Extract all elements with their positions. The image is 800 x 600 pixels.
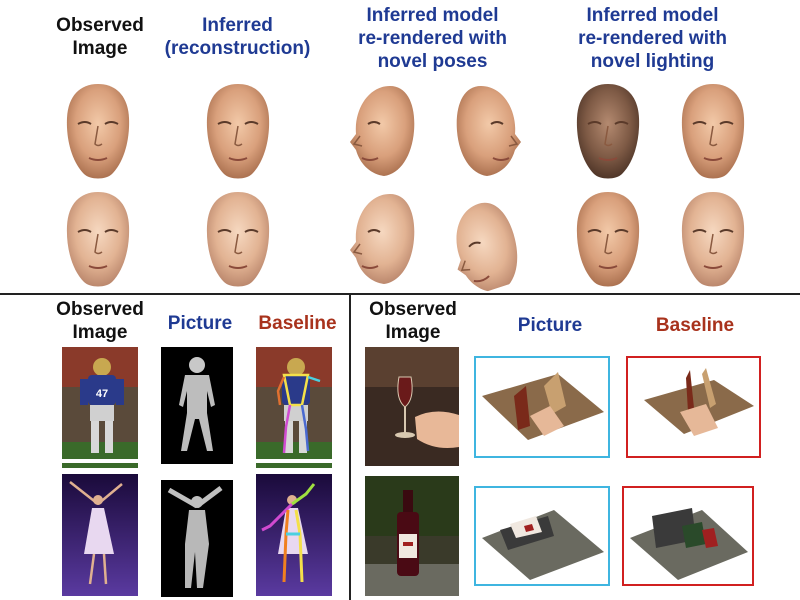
wine-glass-baseline-render — [626, 356, 761, 458]
dancer-photo — [62, 474, 138, 596]
wine-bottle-baseline-render — [622, 486, 754, 586]
header-novel-lighting: Inferred model re-rendered with novel li… — [578, 5, 727, 72]
wine-glass-picture-render — [474, 356, 610, 458]
face-novel-pose-1a — [340, 76, 424, 184]
face-novel-light-2b — [673, 186, 753, 290]
jersey-number: 47 — [96, 388, 108, 400]
face-inferred-1 — [198, 78, 278, 182]
face-observed-2 — [58, 186, 138, 290]
football-baseline-skeleton — [256, 347, 332, 468]
header-observed-image-bottom-right: Observed Image — [369, 299, 457, 343]
header-picture-bottom-right: Picture — [517, 315, 583, 336]
dancer-depth-picture — [161, 480, 233, 597]
header-observed-image-top: Observed Image — [56, 15, 144, 59]
football-player-photo: 47 — [62, 347, 138, 468]
vertical-divider — [349, 293, 351, 600]
header-inferred-reconstruction: Inferred (reconstruction) — [164, 15, 311, 59]
face-inferred-2 — [198, 186, 278, 290]
header-baseline-bottom-left: Baseline — [258, 313, 337, 334]
face-novel-light-2a — [568, 186, 648, 290]
header-observed-image-bottom-left: Observed Image — [56, 299, 144, 343]
face-novel-light-1b — [673, 78, 753, 182]
header-picture-bottom-left: Picture — [167, 313, 233, 334]
wine-bottle-picture-render — [474, 486, 610, 586]
face-observed-1 — [58, 78, 138, 182]
header-baseline-bottom-right: Baseline — [655, 315, 735, 336]
face-novel-pose-1b — [447, 76, 531, 184]
face-novel-light-1a — [568, 78, 648, 182]
face-novel-pose-2b — [439, 192, 540, 302]
header-novel-poses: Inferred model re-rendered with novel po… — [358, 5, 507, 72]
football-depth-picture — [161, 347, 233, 464]
dancer-baseline-skeleton — [256, 474, 332, 596]
face-novel-pose-2a — [340, 184, 424, 292]
horizontal-divider — [0, 293, 800, 295]
wine-glass-photo — [365, 347, 459, 466]
wine-bottle-photo — [365, 476, 459, 596]
